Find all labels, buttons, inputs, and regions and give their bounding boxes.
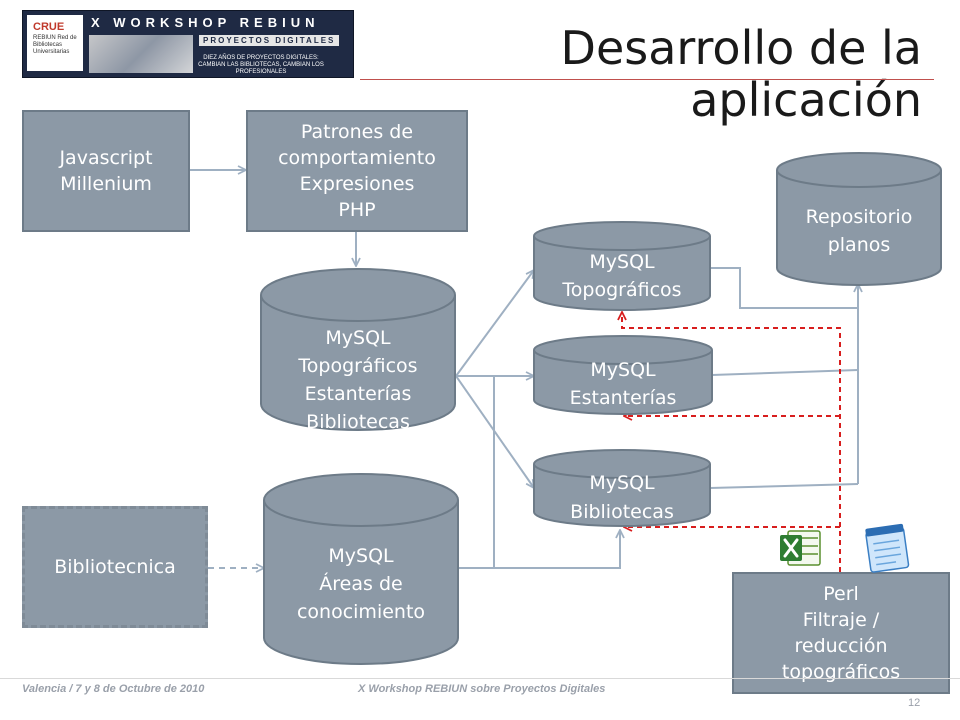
slide-title: Desarrollo de la aplicación <box>561 22 922 126</box>
crue-logo: CRUE REBIUN Red de Bibliotecas Universit… <box>27 15 83 71</box>
mysql-main-line2: Topográficos <box>297 355 417 377</box>
footer-date: Valencia / 7 y 8 de Octubre de 2010 <box>22 683 205 695</box>
node-perl: Perl Filtraje / reducción topográficos <box>732 572 950 694</box>
mysql-areas-line3: conocimiento <box>297 601 425 623</box>
mysql-areas-line2: Áreas de <box>319 572 402 595</box>
excel-file-icon <box>778 528 822 568</box>
notepad-file-icon <box>858 522 916 574</box>
logo-tagline-line1: DIEZ AÑOS DE PROYECTOS DIGITALES: <box>203 55 319 61</box>
edge-topo-repo <box>710 267 858 309</box>
cylinder-mysql-topo: MySQL Topográficos <box>533 221 711 311</box>
node-patrones: Patrones de comportamiento Expresiones P… <box>246 110 468 232</box>
edge-estan-repo <box>711 369 859 376</box>
footer-rule <box>0 678 960 679</box>
node-javascript-millenium: Javascript Millenium <box>22 110 190 232</box>
mysql-main-line1: MySQL <box>325 327 391 349</box>
mysql-bibl-line2: Bibliotecas <box>570 501 674 523</box>
page-number: 12 <box>908 697 921 709</box>
logo-workshop-title: X WORKSHOP REBIUN <box>91 15 320 30</box>
mysql-estan-line1: MySQL <box>590 359 656 381</box>
edge-perl-topo <box>622 312 841 572</box>
edge-bibl-repo <box>709 483 859 489</box>
cylinder-mysql-areas: MySQL Áreas de conocimiento <box>263 473 459 665</box>
mysql-main-line4: Bibliotecas <box>306 411 410 433</box>
crue-subtitle: REBIUN Red de Bibliotecas Universitarias <box>33 35 77 55</box>
cylinder-mysql-main: MySQL Topográficos Estanterías Bibliotec… <box>260 268 456 433</box>
slide-title-line2: aplicación <box>690 73 922 127</box>
cylinder-mysql-bibl: MySQL Bibliotecas <box>533 449 711 527</box>
mysql-areas-line1: MySQL <box>328 545 394 567</box>
repositorio-line1: Repositorio <box>806 206 913 228</box>
footer-event: X Workshop REBIUN sobre Proyectos Digita… <box>358 683 606 695</box>
crue-label: CRUE <box>33 21 65 33</box>
title-rule <box>360 79 934 80</box>
slide-title-line1: Desarrollo de la <box>560 21 922 75</box>
mysql-estan-line2: Estanterías <box>570 387 677 409</box>
logo-watermark-image <box>89 35 193 73</box>
repositorio-line2: planos <box>828 234 891 256</box>
mysql-topo-line1: MySQL <box>589 251 655 273</box>
logo-tagline: DIEZ AÑOS DE PROYECTOS DIGITALES: CAMBIA… <box>173 55 349 76</box>
logo-tagline-line2: CAMBIAN LAS BIBLIOTECAS, CAMBIAN LOS PRO… <box>198 62 324 75</box>
logo-band: PROYECTOS DIGITALES <box>199 35 340 46</box>
node-bibliotecnica: Bibliotecnica <box>22 506 208 628</box>
edge-main-topo <box>455 270 534 377</box>
mysql-bibl-line1: MySQL <box>589 472 655 494</box>
mysql-topo-line2: Topográficos <box>561 279 681 301</box>
edge-areas-bibl <box>458 530 620 569</box>
workshop-logo: CRUE REBIUN Red de Bibliotecas Universit… <box>22 10 354 78</box>
mysql-main-line3: Estanterías <box>305 383 412 405</box>
cylinder-mysql-estan: MySQL Estanterías <box>533 335 713 415</box>
cylinder-repositorio: Repositorio planos <box>776 152 942 286</box>
